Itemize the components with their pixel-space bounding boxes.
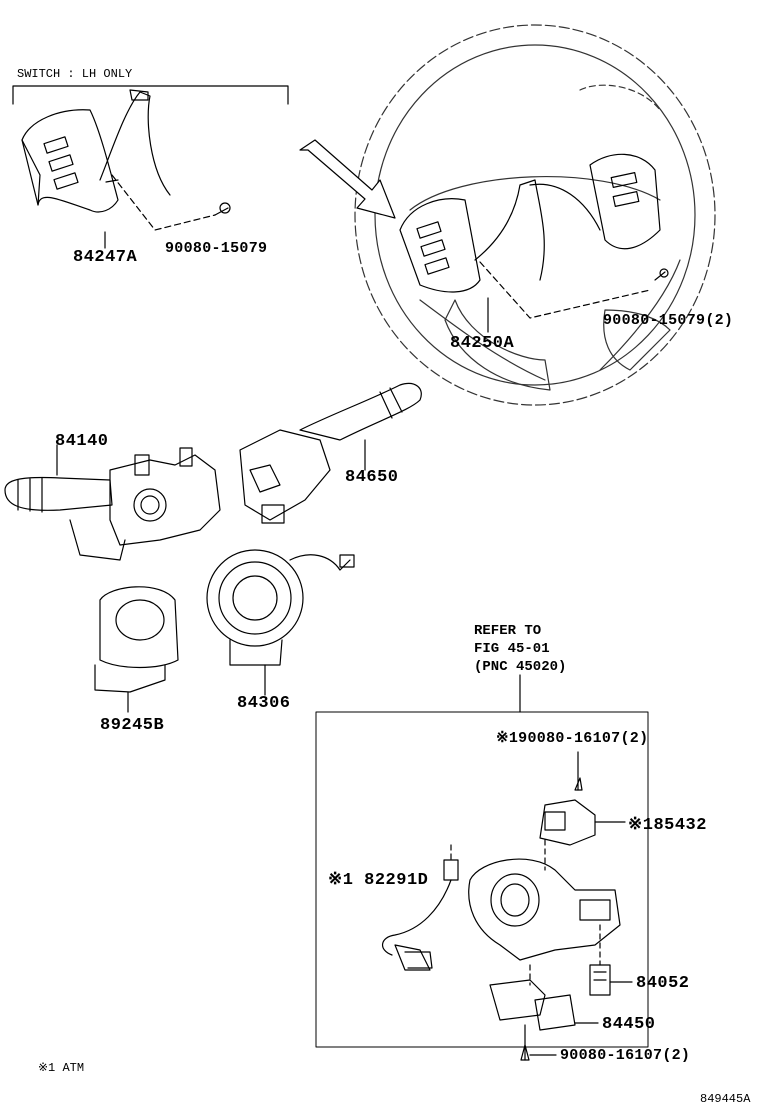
part-number-84247a: 84247A [73, 248, 138, 267]
part-84450-drawing [489, 964, 599, 1061]
switch-84650-drawing [239, 382, 422, 524]
part-number-82291d: ※1 82291D [328, 871, 429, 890]
ignition-box [315, 674, 649, 1048]
refer-line-1: REFER TO [474, 623, 542, 639]
part-85432-drawing [539, 751, 626, 846]
switch-84250a-drawing [399, 153, 669, 333]
part-number-89245b: 89245B [100, 716, 165, 735]
steering-wheel [354, 24, 716, 406]
spiral-cable-84306-drawing [206, 549, 355, 696]
footnote: ※1 ATM [38, 1061, 85, 1075]
switch-84247a-drawing [21, 89, 231, 249]
part-number-85432: ※185432 [628, 816, 707, 835]
part-number-90080-16107-bottom: 90080-16107(2) [560, 1047, 691, 1064]
ignition-housing-drawing [468, 839, 621, 961]
harness-82291d-drawing [382, 844, 459, 971]
refer-line-2: FIG 45-01 [474, 641, 550, 657]
part-number-84306: 84306 [237, 694, 291, 713]
part-number-90080-15079: 90080-15079 [165, 240, 268, 257]
refer-note: REFER TO FIG 45-01 (PNC 45020) [474, 622, 566, 676]
part-number-84650: 84650 [345, 468, 399, 487]
part-number-84052: 84052 [636, 974, 690, 993]
switch-84140-drawing [4, 444, 221, 561]
lh-only-bracket [12, 85, 289, 105]
part-number-90080-16107-top: ※190080-16107(2) [496, 730, 649, 747]
part-number-84450: 84450 [602, 1015, 656, 1034]
switch-note: SWITCH : LH ONLY [17, 67, 133, 81]
figure-id: 849445A [700, 1092, 751, 1106]
part-number-84140: 84140 [55, 432, 109, 451]
part-number-84250a: 84250A [450, 334, 515, 353]
refer-line-3: (PNC 45020) [474, 659, 567, 675]
direction-arrow [299, 139, 396, 219]
part-number-90080-15079-2: 90080-15079(2) [603, 312, 734, 329]
part-84052-drawing [589, 924, 633, 996]
sensor-89245b-drawing [94, 586, 179, 713]
